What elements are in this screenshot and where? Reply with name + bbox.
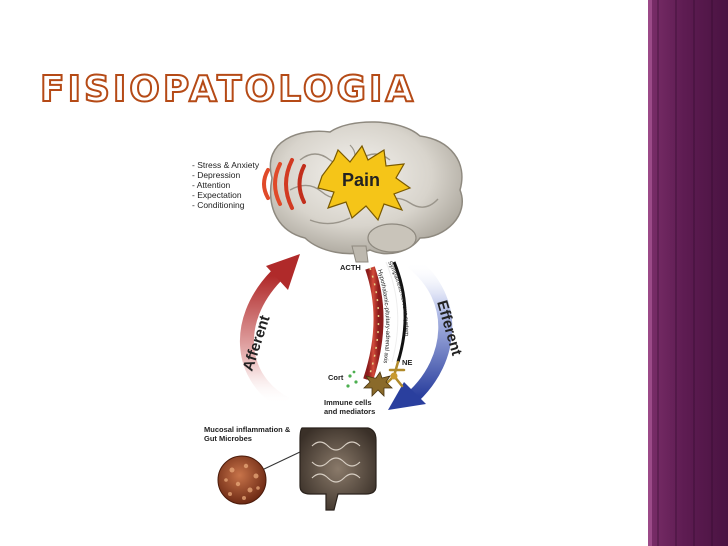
neuron-icon [384, 360, 406, 388]
cort-label: Cort [328, 373, 344, 382]
psych-factor-item: - Depression [192, 170, 240, 180]
psych-factor-item: - Attention [192, 180, 231, 190]
psych-factor-item: - Conditioning [192, 200, 245, 210]
side-decor-stripes [648, 0, 728, 546]
immune-label-line2: and mediators [324, 407, 375, 416]
gut-callout-line [261, 451, 301, 471]
slide-title: FISIOPATOLOGIA [39, 69, 417, 110]
psych-waves-icon [262, 158, 306, 210]
afferent-arrow: Afferent [240, 254, 300, 411]
immune-cell-icon [363, 371, 393, 397]
microbe-cluster-icon [217, 455, 267, 505]
cortisol-particles [346, 370, 358, 388]
pain-burst-icon: Pain [317, 144, 412, 222]
psych-factors-list: - Stress & Anxiety - Depression - Attent… [192, 160, 260, 210]
hpa-axis-pathway: Hypothalamic-pituitary-adrenal axis ACTH [340, 263, 390, 382]
gut-illustration [299, 427, 377, 511]
pain-label: Pain [342, 170, 380, 190]
pain-pathway-diagram: Pain - Stress & Anxiety - Depression - A… [192, 121, 465, 511]
gut-label-line1: Mucosal inflammation & [204, 425, 291, 434]
immune-label-line1: Immune cells [324, 398, 372, 407]
psych-factor-item: - Stress & Anxiety [192, 160, 260, 170]
ne-label: NE [402, 358, 412, 367]
side-decor-edge [648, 0, 652, 546]
acth-label: ACTH [340, 263, 361, 272]
side-decor-panel [648, 0, 728, 546]
gut-label-line2: Gut Microbes [204, 434, 252, 443]
psych-factor-item: - Expectation [192, 190, 242, 200]
